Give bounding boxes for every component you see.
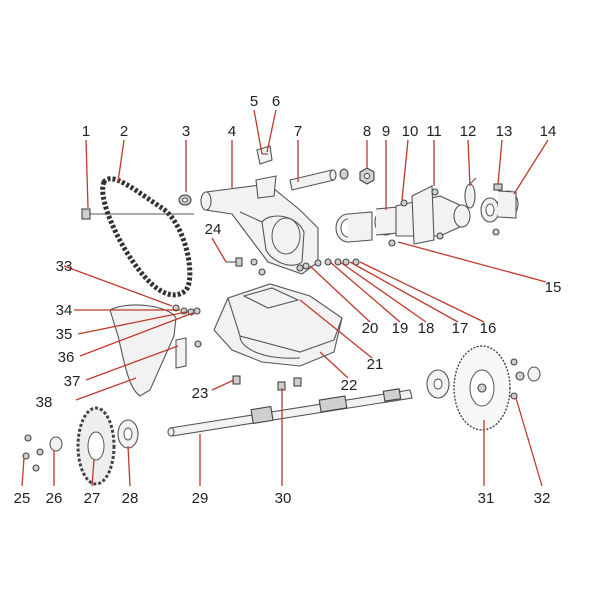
callout-label-7: 7 bbox=[294, 123, 302, 140]
callout-label-15: 15 bbox=[545, 279, 562, 296]
callout-label-22: 22 bbox=[341, 377, 358, 394]
callout-label-25: 25 bbox=[14, 490, 31, 507]
callout-label-13: 13 bbox=[496, 123, 513, 140]
callout-label-16: 16 bbox=[480, 320, 497, 337]
part-drive-chain bbox=[100, 176, 193, 298]
callout-label-12: 12 bbox=[460, 123, 477, 140]
callout-label-11: 11 bbox=[426, 123, 442, 140]
part-bolt-24 bbox=[226, 257, 266, 276]
callout-label-6: 6 bbox=[272, 93, 280, 110]
part-rear-axle bbox=[167, 388, 413, 437]
part-bolt-23 bbox=[232, 375, 241, 385]
callout-label-14: 14 bbox=[540, 123, 557, 140]
callout-labels: 1 2 3 4 5 6 7 8 9 10 11 12 13 14 15 16 1… bbox=[14, 93, 562, 507]
callout-label-21: 21 bbox=[367, 356, 384, 373]
part-seal-plate bbox=[464, 177, 477, 209]
callout-label-36: 36 bbox=[58, 349, 75, 366]
part-hardware-33-36 bbox=[172, 304, 201, 316]
callout-label-2: 2 bbox=[120, 123, 128, 140]
callout-label-1: 1 bbox=[82, 123, 90, 140]
callout-label-17: 17 bbox=[452, 320, 469, 337]
part-bracket bbox=[256, 145, 273, 165]
part-hardware-25-26 bbox=[22, 434, 63, 472]
callout-label-8: 8 bbox=[363, 123, 371, 140]
part-rear-sprocket bbox=[76, 406, 116, 486]
part-nut bbox=[359, 167, 375, 185]
callout-label-24: 24 bbox=[205, 221, 222, 238]
callout-label-38: 38 bbox=[36, 394, 53, 411]
part-outer-bearing bbox=[480, 183, 519, 236]
callout-label-35: 35 bbox=[56, 326, 73, 343]
callout-label-26: 26 bbox=[46, 490, 63, 507]
part-sprocket-hub bbox=[117, 419, 139, 449]
part-brake-disc bbox=[453, 345, 511, 431]
callout-label-27: 27 bbox=[84, 490, 101, 507]
part-bolt bbox=[81, 208, 194, 220]
callout-label-33: 33 bbox=[56, 258, 73, 275]
callout-label-18: 18 bbox=[418, 320, 435, 337]
part-bearing-housing bbox=[388, 185, 471, 247]
part-disc-hub bbox=[426, 369, 450, 399]
leader-lines bbox=[21, 109, 549, 487]
part-spacer-tube bbox=[289, 168, 349, 191]
callout-label-34: 34 bbox=[56, 302, 73, 319]
callout-label-28: 28 bbox=[122, 490, 139, 507]
callout-label-19: 19 bbox=[392, 320, 409, 337]
callout-label-9: 9 bbox=[382, 123, 390, 140]
callout-label-30: 30 bbox=[275, 490, 292, 507]
part-small-hardware-row bbox=[296, 258, 360, 272]
callout-label-4: 4 bbox=[228, 123, 236, 140]
callout-label-31: 31 bbox=[478, 490, 495, 507]
part-swing-arm bbox=[200, 175, 319, 275]
part-bushing bbox=[178, 194, 192, 206]
callout-label-3: 3 bbox=[182, 123, 190, 140]
part-chain-guard bbox=[109, 304, 202, 397]
callout-label-5: 5 bbox=[250, 93, 258, 110]
part-bearing-ring bbox=[335, 206, 399, 243]
part-skid-plate bbox=[213, 283, 343, 367]
callout-label-29: 29 bbox=[192, 490, 209, 507]
part-hardware-32 bbox=[510, 358, 541, 400]
callout-label-20: 20 bbox=[362, 320, 379, 337]
callout-label-10: 10 bbox=[402, 123, 419, 140]
callout-label-32: 32 bbox=[534, 490, 551, 507]
callout-label-37: 37 bbox=[64, 373, 81, 390]
callout-label-23: 23 bbox=[192, 385, 209, 402]
